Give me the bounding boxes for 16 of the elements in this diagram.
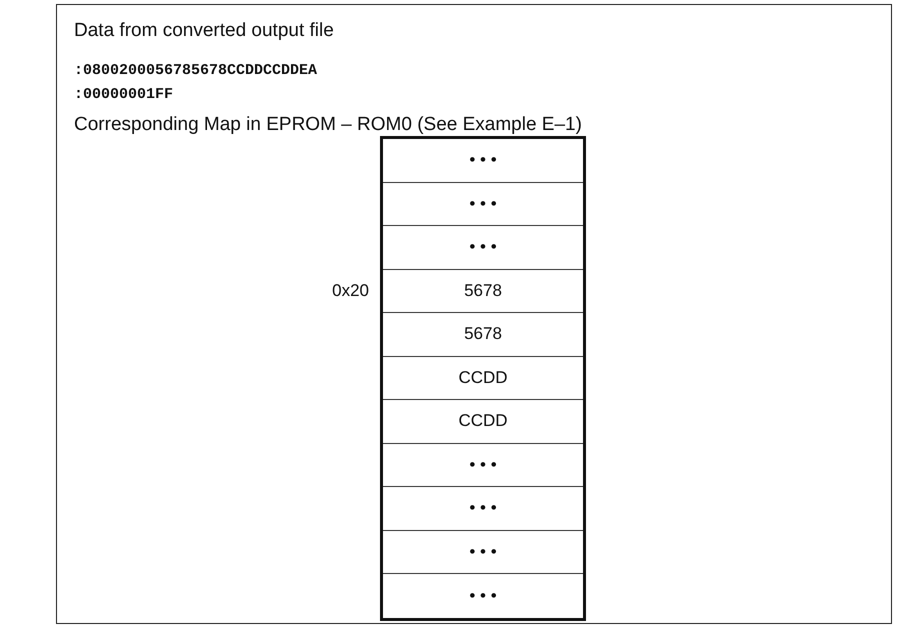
memory-cell: • • • xyxy=(383,574,583,618)
memory-cell: • • • xyxy=(383,444,583,487)
memory-cell: CCDD xyxy=(383,356,583,400)
hex-record: :00000001FF xyxy=(74,86,174,103)
memory-cell: • • • xyxy=(383,530,583,574)
memory-cell: 5678 xyxy=(383,313,583,356)
memory-cell: • • • xyxy=(383,182,583,226)
memory-cell: • • • xyxy=(383,139,583,182)
heading: Corresponding Map in EPROM – ROM0 (See Example E–1) xyxy=(74,114,582,136)
heading: Data from converted output file xyxy=(74,20,334,42)
memory-cell: • • • xyxy=(383,226,583,270)
hex-record: :0800200056785678CCDDCCDDEA xyxy=(74,62,318,79)
memory-cell: 5678 xyxy=(383,270,583,313)
memory-cell: CCDD xyxy=(383,400,583,444)
address-label: 0x20 xyxy=(332,280,369,300)
memory-cell: • • • xyxy=(383,487,583,530)
